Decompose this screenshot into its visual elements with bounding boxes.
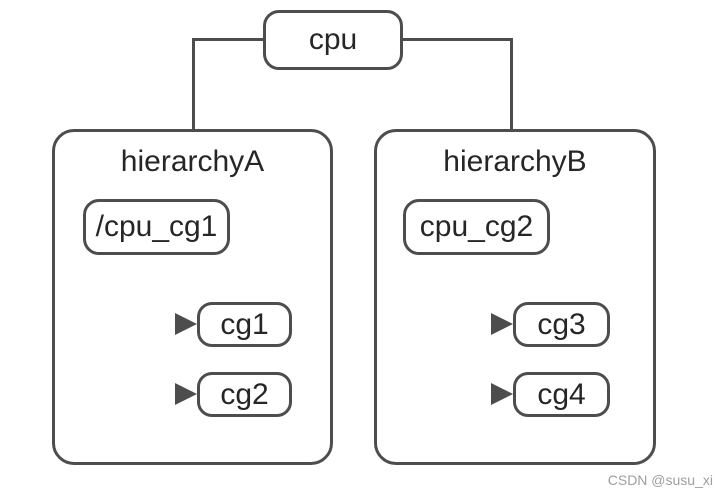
child-node: cg2	[197, 372, 292, 417]
group-hierarchy-b: hierarchyB	[374, 129, 656, 465]
cpu-node: cpu	[263, 10, 403, 70]
connector-root-to-hierarchy-a	[192, 38, 263, 41]
parent-node: /cpu_cg1	[83, 199, 230, 255]
connector-root-to-hierarchy-a-vertical	[192, 38, 195, 130]
connector-root-to-hierarchy-b-vertical	[510, 38, 513, 130]
group-hierarchy-a: hierarchyA	[52, 129, 333, 465]
group-title: hierarchyA	[120, 145, 265, 178]
child-node: cg1	[197, 302, 292, 347]
connector-root-to-hierarchy-b	[403, 38, 513, 41]
parent-node: cpu_cg2	[403, 199, 550, 255]
child-node: cg3	[513, 302, 610, 347]
child-node: cg4	[513, 372, 610, 417]
arrowhead-icon	[175, 313, 197, 335]
arrowhead-icon	[175, 383, 197, 405]
group-title: hierarchyB	[443, 145, 587, 178]
arrowhead-icon	[491, 383, 513, 405]
watermark: CSDN @susu_xi	[607, 472, 713, 488]
arrowhead-icon	[491, 313, 513, 335]
